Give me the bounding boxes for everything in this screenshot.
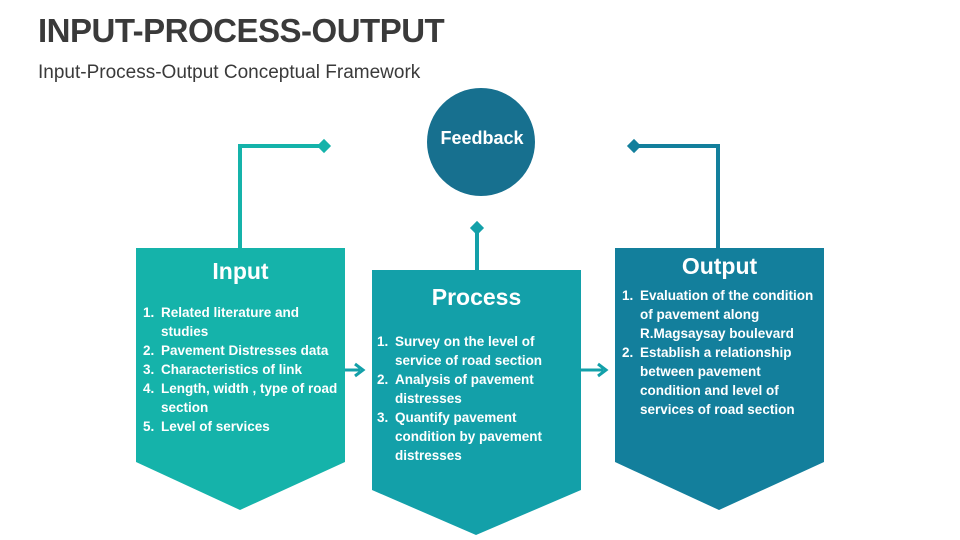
process-connector-diamond xyxy=(469,220,485,236)
input-box xyxy=(136,248,345,510)
list-item: 1.Related literature and studies xyxy=(143,305,300,339)
input-connector-diamond xyxy=(316,138,332,154)
feedback-circle xyxy=(427,88,535,196)
feedback-label: Feedback xyxy=(440,128,524,148)
list-item: 4.Length, width , type of road section xyxy=(143,381,338,415)
list-item: 1.Evaluation of the condition of pavemen… xyxy=(622,288,814,341)
input-feedback-connector xyxy=(238,144,322,250)
output-box xyxy=(615,248,824,510)
process-box xyxy=(372,270,581,535)
list-item: 2.Pavement Distresses data xyxy=(143,343,329,358)
output-feedback-connector xyxy=(636,144,720,250)
input-title: Input xyxy=(212,258,269,284)
output-connector-diamond xyxy=(626,138,642,154)
page-subtitle: Input-Process-Output Conceptual Framewor… xyxy=(38,62,421,83)
input-list: 1.Related literature and studies 2.Pavem… xyxy=(143,303,339,436)
list-item: 3.Characteristics of link xyxy=(143,362,303,377)
page-title: INPUT-PROCESS-OUTPUT xyxy=(38,12,445,49)
list-item: 5.Level of services xyxy=(143,419,270,434)
output-list: 1.Evaluation of the condition of pavemen… xyxy=(622,286,820,419)
process-title: Process xyxy=(431,284,522,310)
output-title: Output xyxy=(681,253,758,279)
list-item: 2.Establish a relationship between pavem… xyxy=(622,345,795,417)
process-list: 1.Survey on the level of service of road… xyxy=(377,332,573,465)
input-to-process-arrow xyxy=(345,362,366,378)
process-to-output-arrow xyxy=(581,362,609,378)
list-item: 1.Survey on the level of service of road… xyxy=(377,334,543,368)
list-item: 3.Quantify pavement condition by pavemen… xyxy=(377,410,543,463)
list-item: 2.Analysis of pavement distresses xyxy=(377,372,534,406)
